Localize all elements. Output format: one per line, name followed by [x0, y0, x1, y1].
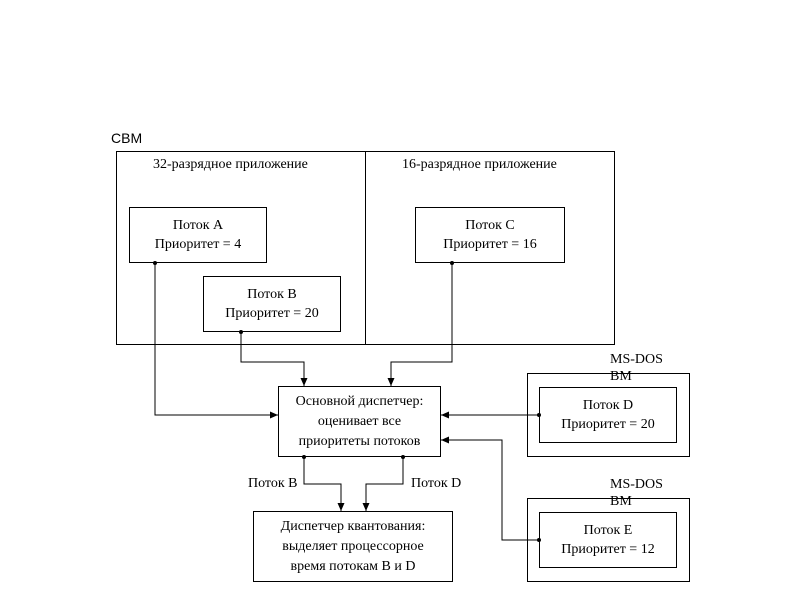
- msdos-vm2-box: [527, 498, 690, 582]
- main-dispatcher-line1: Основной диспетчер:: [295, 393, 424, 409]
- edge-label-thread-d: Поток D: [411, 476, 462, 491]
- quantum-dispatcher-line3: время потокам В и D: [290, 558, 416, 574]
- thread-b-priority: Приоритет = 20: [225, 306, 319, 321]
- msdos-vm1-label-line1: MS-DOS: [610, 352, 663, 367]
- wire-thread-b-to-main-line: [240, 332, 305, 386]
- wire-thread-d-to-main-arrowhead: [441, 411, 449, 419]
- wire-thread-e-to-main-arrowhead: [441, 436, 449, 444]
- system-vm-label: СВМ: [111, 130, 143, 146]
- app-divider: [365, 151, 366, 345]
- wire-thread-d-to-main: [441, 411, 541, 419]
- msdos-vm2-label: MS-DOS ВМ: [610, 476, 663, 510]
- wire-thread-a-to-main-line: [154, 263, 278, 416]
- thread-a-priority: Приоритет = 4: [154, 237, 242, 252]
- thread-c-name: Поток С: [465, 218, 515, 233]
- wire-main-to-quantum-d: [362, 455, 405, 511]
- wire-thread-c-to-main-arrowhead: [387, 378, 395, 386]
- thread-c-box: Поток С Приоритет = 16: [415, 207, 565, 263]
- thread-c-priority: Приоритет = 16: [443, 237, 537, 252]
- msdos-vm2-label-line2: ВМ: [610, 494, 632, 509]
- wire-thread-e-to-main-line: [441, 439, 539, 541]
- app32-label: 32-разрядное приложение: [153, 157, 308, 172]
- thread-b-name: Поток В: [247, 287, 297, 302]
- quantum-dispatcher-line2: выделяет процессорное: [282, 538, 424, 554]
- main-dispatcher-line3: приоритеты потоков: [298, 433, 421, 449]
- thread-e-box: Поток Е Приоритет = 12: [539, 512, 677, 568]
- main-dispatcher-line2: оценивает все: [317, 413, 402, 429]
- quantum-dispatcher-box: Диспетчер квантования: выделяет процессо…: [253, 511, 453, 582]
- wire-main-to-quantum-d-arrowhead: [362, 503, 370, 511]
- edge-label-thread-b: Поток В: [248, 476, 298, 491]
- quantum-dispatcher-line1: Диспетчер квантования:: [280, 518, 426, 534]
- thread-d-box: Поток D Приоритет = 20: [539, 387, 677, 443]
- msdos-vm1-label: MS-DOS ВМ: [610, 351, 663, 385]
- main-dispatcher-box: Основной диспетчер: оценивает все приори…: [278, 386, 441, 457]
- msdos-vm1-box: [527, 373, 690, 457]
- thread-e-priority: Приоритет = 12: [561, 542, 655, 557]
- thread-a-box: Поток А Приоритет = 4: [129, 207, 267, 263]
- thread-a-name: Поток А: [172, 218, 224, 233]
- wire-thread-a-to-main-arrowhead: [270, 411, 278, 419]
- thread-d-priority: Приоритет = 20: [561, 417, 655, 432]
- msdos-vm1-label-line2: ВМ: [610, 369, 632, 384]
- msdos-vm2-label-line1: MS-DOS: [610, 477, 663, 492]
- app16-label: 16-разрядное приложение: [402, 157, 557, 172]
- wire-thread-c-to-main-line: [390, 263, 453, 386]
- wire-main-to-quantum-b-arrowhead: [337, 503, 345, 511]
- wire-main-to-quantum-b-line: [303, 457, 342, 511]
- wire-main-to-quantum-b: [302, 455, 345, 511]
- thread-d-name: Поток D: [582, 398, 634, 413]
- thread-e-name: Поток Е: [583, 523, 633, 538]
- thread-b-box: Поток В Приоритет = 20: [203, 276, 341, 332]
- wire-thread-b-to-main-arrowhead: [300, 378, 308, 386]
- wire-main-to-quantum-d-line: [365, 457, 404, 511]
